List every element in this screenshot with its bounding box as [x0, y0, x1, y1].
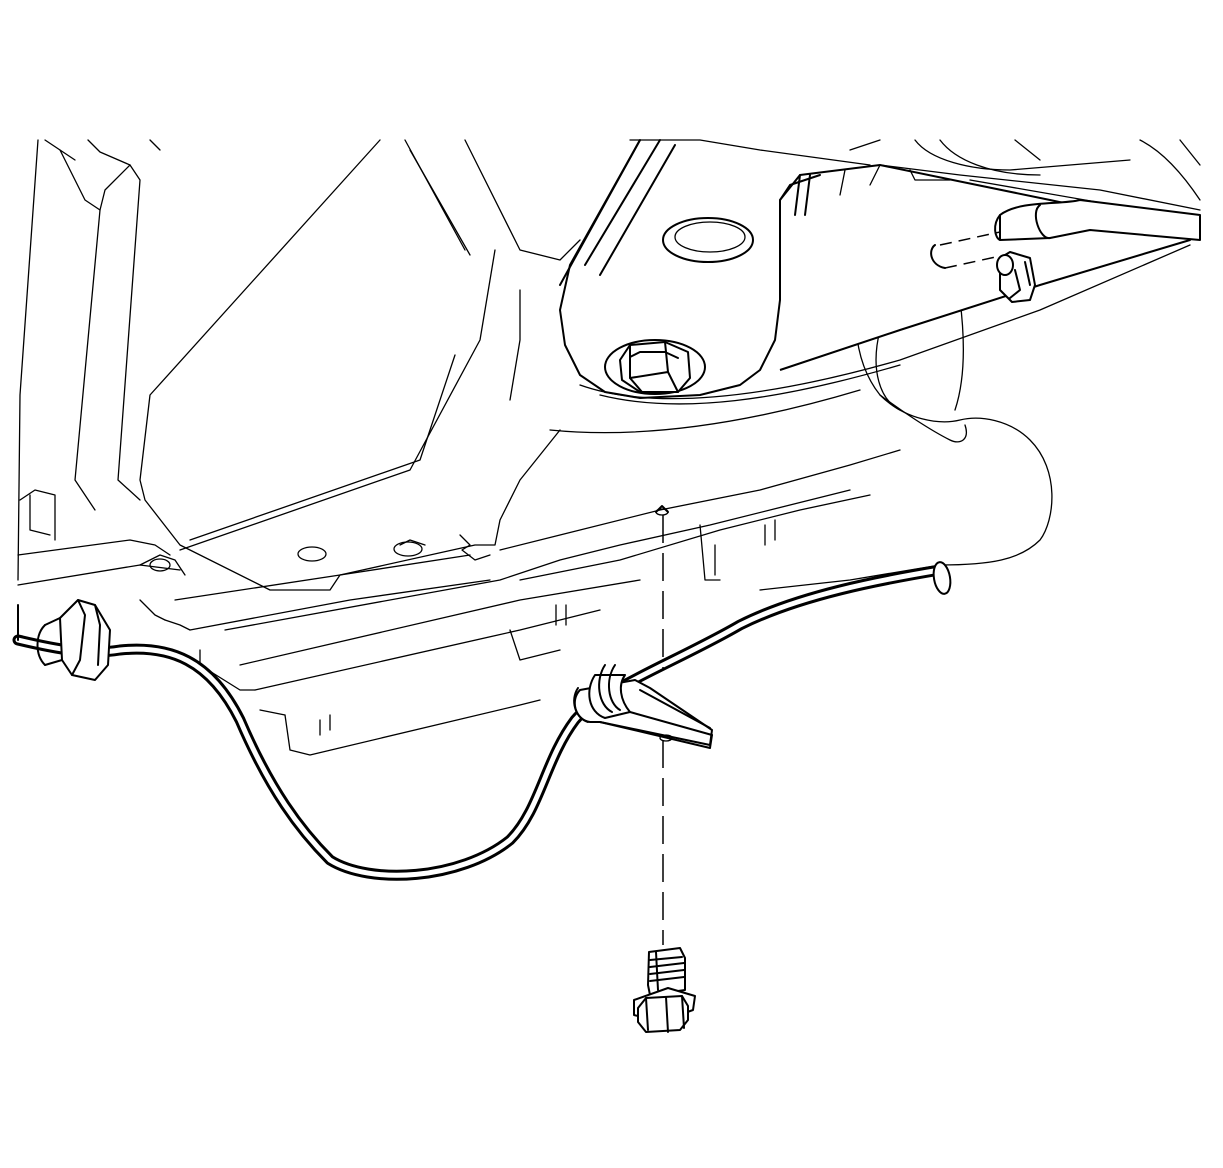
- vehicle-underbody: [17, 139, 1201, 756]
- crossmember-nut: [604, 339, 706, 395]
- alignment-lines: [655, 505, 673, 945]
- fuel-line-clip: [930, 199, 1201, 303]
- stabilizer-bushing: [36, 599, 111, 681]
- stabilizer-bar: [12, 561, 952, 881]
- bracket-bolt: [633, 947, 696, 1033]
- stabilizer-bracket: [573, 664, 713, 749]
